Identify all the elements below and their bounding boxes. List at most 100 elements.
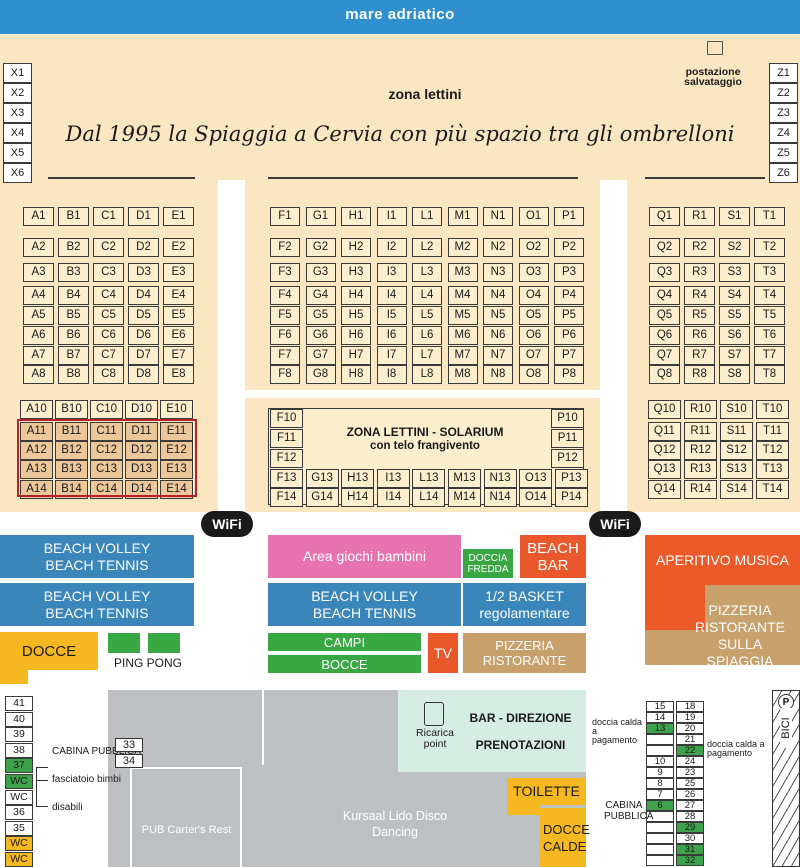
umbrella-spot[interactable]: M8: [447, 365, 478, 384]
umbrella-spot[interactable]: R3: [684, 263, 715, 282]
cabin[interactable]: 33: [115, 738, 143, 752]
beach-volley-area-2[interactable]: BEACH VOLLEY BEACH TENNIS: [0, 583, 194, 626]
umbrella-spot[interactable]: N2: [483, 238, 513, 257]
cabin[interactable]: 9: [646, 767, 674, 778]
umbrella-spot[interactable]: E5: [163, 306, 194, 325]
umbrella-spot[interactable]: T14: [756, 480, 789, 499]
umbrella-spot[interactable]: I8: [376, 365, 407, 384]
tv-area[interactable]: TV: [428, 633, 458, 673]
umbrella-spot[interactable]: S14: [720, 480, 753, 499]
umbrella-spot[interactable]: C2: [93, 238, 124, 257]
pizzeria-beach[interactable]: PIZZERIA RISTORANTE SULLA SPIAGGIA: [680, 602, 800, 669]
cabin[interactable]: 22: [676, 745, 704, 756]
umbrella-spot[interactable]: S11: [720, 422, 753, 441]
umbrella-spot[interactable]: R13: [684, 460, 717, 479]
cabin[interactable]: WC: [5, 852, 33, 867]
umbrella-spot[interactable]: D5: [128, 306, 159, 325]
umbrella-spot[interactable]: A3: [23, 263, 54, 282]
cabin[interactable]: [646, 833, 674, 844]
umbrella-spot[interactable]: E3: [163, 263, 194, 282]
umbrella-spot[interactable]: T6: [754, 326, 785, 345]
umbrella-spot[interactable]: G2: [305, 238, 336, 257]
cabin[interactable]: [646, 822, 674, 833]
hot-showers[interactable]: DOCCE CALDE: [540, 808, 590, 867]
cabin[interactable]: WC: [5, 836, 33, 852]
umbrella-spot[interactable]: Q10: [648, 400, 681, 419]
umbrella-spot[interactable]: M4: [447, 286, 478, 305]
beach-bar[interactable]: BEACH BAR: [520, 535, 586, 578]
umbrella-spot[interactable]: P1: [554, 207, 584, 226]
umbrella-spot[interactable]: O6: [518, 326, 549, 345]
umbrella-spot[interactable]: F5: [270, 306, 300, 325]
umbrella-spot[interactable]: T5: [754, 306, 785, 325]
cabin-x[interactable]: X1: [3, 63, 32, 83]
umbrella-spot[interactable]: R7: [684, 346, 715, 365]
umbrella-spot[interactable]: N5: [483, 306, 513, 325]
umbrella-spot[interactable]: D3: [128, 263, 159, 282]
cabin-z[interactable]: Z6: [769, 163, 798, 183]
umbrella-spot[interactable]: B6: [58, 326, 89, 345]
umbrella-spot[interactable]: C11: [90, 422, 123, 441]
umbrella-spot[interactable]: N7: [483, 346, 513, 365]
cabin[interactable]: 20: [676, 723, 704, 734]
umbrella-spot[interactable]: E12: [160, 441, 193, 460]
umbrella-spot[interactable]: F2: [270, 238, 300, 257]
umbrella-spot[interactable]: B8: [58, 365, 89, 384]
umbrella-spot[interactable]: Q14: [648, 480, 681, 499]
cabin-z[interactable]: Z2: [769, 83, 798, 103]
umbrella-spot[interactable]: P2: [554, 238, 584, 257]
umbrella-spot[interactable]: O8: [518, 365, 549, 384]
umbrella-spot[interactable]: B12: [55, 441, 88, 460]
umbrella-spot[interactable]: R14: [684, 480, 717, 499]
umbrella-spot[interactable]: P5: [554, 306, 584, 325]
umbrella-spot[interactable]: B1: [58, 207, 89, 226]
umbrella-spot[interactable]: C8: [93, 365, 124, 384]
umbrella-spot[interactable]: N8: [483, 365, 513, 384]
kids-play-area[interactable]: Area giochi bambini: [268, 535, 461, 578]
umbrella-spot[interactable]: D8: [128, 365, 159, 384]
umbrella-spot[interactable]: H3: [341, 263, 371, 282]
sun-lounger[interactable]: I14: [376, 488, 410, 507]
umbrella-spot[interactable]: E11: [160, 422, 193, 441]
umbrella-spot[interactable]: C5: [93, 306, 124, 325]
umbrella-spot[interactable]: G1: [305, 207, 336, 226]
umbrella-spot[interactable]: Q13: [648, 460, 681, 479]
umbrella-spot[interactable]: F3: [270, 263, 300, 282]
cabin[interactable]: 36: [5, 805, 33, 821]
umbrella-spot[interactable]: L1: [412, 207, 442, 226]
umbrella-spot[interactable]: C10: [90, 400, 123, 419]
umbrella-spot[interactable]: M6: [447, 326, 478, 345]
umbrella-spot[interactable]: G5: [305, 306, 336, 325]
umbrella-spot[interactable]: M2: [447, 238, 478, 257]
umbrella-spot[interactable]: E1: [163, 207, 194, 226]
umbrella-spot[interactable]: R8: [684, 365, 715, 384]
umbrella-spot[interactable]: L6: [412, 326, 442, 345]
umbrella-spot[interactable]: D10: [125, 400, 158, 419]
umbrella-spot[interactable]: E8: [163, 365, 194, 384]
umbrella-spot[interactable]: H7: [341, 346, 371, 365]
umbrella-spot[interactable]: S6: [719, 326, 750, 345]
cabin[interactable]: 41: [5, 696, 33, 711]
umbrella-spot[interactable]: C13: [90, 460, 123, 479]
umbrella-spot[interactable]: O1: [518, 207, 549, 226]
umbrella-spot[interactable]: S4: [719, 286, 750, 305]
umbrella-spot[interactable]: R4: [684, 286, 715, 305]
umbrella-spot[interactable]: B10: [55, 400, 88, 419]
umbrella-spot[interactable]: C4: [93, 286, 124, 305]
cabin[interactable]: [646, 811, 674, 822]
sun-lounger[interactable]: P13: [554, 469, 588, 488]
cold-shower[interactable]: DOCCIA FREDDA: [463, 549, 513, 578]
umbrella-spot[interactable]: S2: [719, 238, 750, 257]
bar-direzione-area[interactable]: [398, 690, 586, 772]
umbrella-spot[interactable]: A7: [23, 346, 54, 365]
cabin[interactable]: 39: [5, 727, 33, 743]
umbrella-spot[interactable]: A11: [20, 422, 53, 441]
cabin[interactable]: 19: [676, 712, 704, 723]
umbrella-spot[interactable]: A6: [23, 326, 54, 345]
umbrella-spot[interactable]: B3: [58, 263, 89, 282]
umbrella-spot[interactable]: Q5: [649, 306, 680, 325]
cabin[interactable]: 21: [676, 734, 704, 745]
umbrella-spot[interactable]: Q7: [649, 346, 680, 365]
umbrella-spot[interactable]: O2: [518, 238, 549, 257]
cabin[interactable]: 32: [676, 855, 704, 866]
